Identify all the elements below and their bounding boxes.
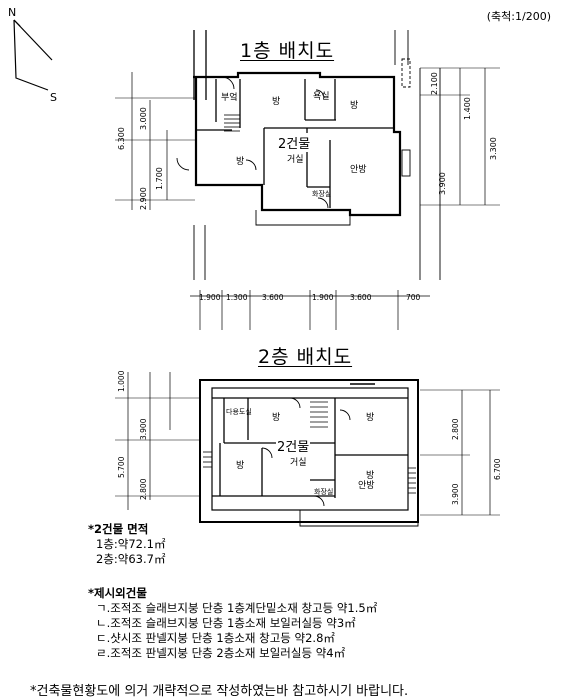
floor2-dim-right-2: 6.700 xyxy=(493,458,502,480)
floor1-dimensions: 6.300 3.000 1.700 2.900 2.100 3.900 1.40… xyxy=(117,72,498,210)
floor1-title: 1층 배치도 xyxy=(240,40,335,62)
floor2-room-4: 방 xyxy=(366,470,374,481)
floor2-dim-right-1: 3.900 xyxy=(451,483,460,505)
floor2-dim-right-0: 2.800 xyxy=(451,418,460,440)
floor1-dim-right-2: 1.400 xyxy=(463,97,472,120)
floor2-dim-top-2: 3.600 xyxy=(262,293,284,302)
floor2-room-labels: 다용도실 방 방 방 거실 방 안방 화장실 xyxy=(226,407,375,496)
excluded-item-4: ㄹ.조적조 판넬지붕 단층 2층소재 보일러실등 약4㎡ xyxy=(96,646,346,660)
floor1-dim-left-2: 1.700 xyxy=(155,167,164,190)
floor2-room-living: 거실 xyxy=(290,457,307,468)
floor2-dim-top-5: 700 xyxy=(406,293,421,302)
area-heading: *2건물 면적 xyxy=(88,522,149,536)
excluded-item-3: ㄷ.샷시조 판넬지붕 단층 1층소재 창고등 약2.8㎡ xyxy=(96,631,335,645)
footer-note: *건축물현황도에 의거 개략적으로 작성하였는바 참고하시기 바랍니다. xyxy=(30,684,409,699)
floor2-dim-top-4: 3.600 xyxy=(350,293,372,302)
floor1-dim-right-3: 3.300 xyxy=(489,137,498,160)
compass-north: N xyxy=(8,6,16,19)
area-line-1: 1층:약72.1㎡ xyxy=(96,537,166,551)
compass-icon xyxy=(13,19,53,91)
floor2-dim-top-0: 1.900 xyxy=(199,293,221,302)
floor2-dim-left-0: 1.000 xyxy=(117,370,126,392)
floor2-room-2: 방 xyxy=(366,412,374,423)
scale-label: (축척:1/200) xyxy=(486,10,551,23)
floor1-dim-right-1: 3.900 xyxy=(438,172,447,195)
floor1-dim-right-0: 2.100 xyxy=(430,72,439,95)
floor1-dim-left-3: 2.900 xyxy=(139,187,148,210)
area-block: *2건물 면적 1층:약72.1㎡ 2층:약63.7㎡ xyxy=(88,522,165,567)
floor1-dim-left-0: 6.300 xyxy=(117,127,126,150)
excluded-heading: *제시외건물 xyxy=(88,586,147,600)
floor2-dim-top-1: 1.300 xyxy=(226,293,248,302)
floor1-room-wc: 화장실 xyxy=(312,189,331,198)
floor2-room-3: 방 xyxy=(236,460,244,471)
floor1-room-kitchen: 부엌 xyxy=(221,91,238,103)
floor2-dim-top-3: 1.900 xyxy=(312,293,334,302)
floor1-room-3: 방 xyxy=(236,156,244,167)
floor2-dim-left-2: 5.700 xyxy=(117,456,126,478)
floor1-room-1: 방 xyxy=(272,96,280,107)
floor1-room-labels: 부엌 방 욕실 방 거실 방 안방 화장실 xyxy=(221,91,367,198)
floor1-dim-left-1: 3.000 xyxy=(139,107,148,130)
floor2-dim-left-3: 2.800 xyxy=(139,478,148,500)
floor2-plan xyxy=(115,290,500,527)
floor2-dim-left-1: 3.900 xyxy=(139,418,148,440)
floor2-title: 2층 배치도 xyxy=(258,346,353,368)
floor1-building-label: 2건물 xyxy=(277,133,312,152)
floor1-room-bath: 욕실 xyxy=(313,91,330,102)
floor2-room-master: 안방 xyxy=(358,480,375,491)
floor1-room-living: 거실 xyxy=(287,154,304,165)
compass-south: S xyxy=(50,91,57,104)
floor2-room-wc: 화장실 xyxy=(314,487,333,496)
floor1-room-2: 방 xyxy=(350,100,358,111)
floor2-building-label: 2건물 xyxy=(276,436,311,455)
excluded-item-1: ㄱ.조적조 슬래브지붕 단층 1층계단밑소재 창고등 약1.5㎡ xyxy=(96,601,378,615)
floor2-room-utility: 다용도실 xyxy=(226,407,252,416)
floor2-room-1: 방 xyxy=(272,412,280,423)
floor1-plan xyxy=(115,30,500,280)
excluded-item-2: ㄴ.조적조 슬래브지붕 단층 1층소재 보일러실등 약3㎡ xyxy=(96,616,356,630)
excluded-block: *제시외건물 ㄱ.조적조 슬래브지붕 단층 1층계단밑소재 창고등 약1.5㎡ … xyxy=(88,586,377,661)
floor2-dimensions: 1.900 1.300 3.600 1.900 3.600 700 1.000 … xyxy=(117,293,502,505)
area-line-2: 2층:약63.7㎡ xyxy=(96,552,166,566)
floor1-room-master: 안방 xyxy=(350,164,367,175)
